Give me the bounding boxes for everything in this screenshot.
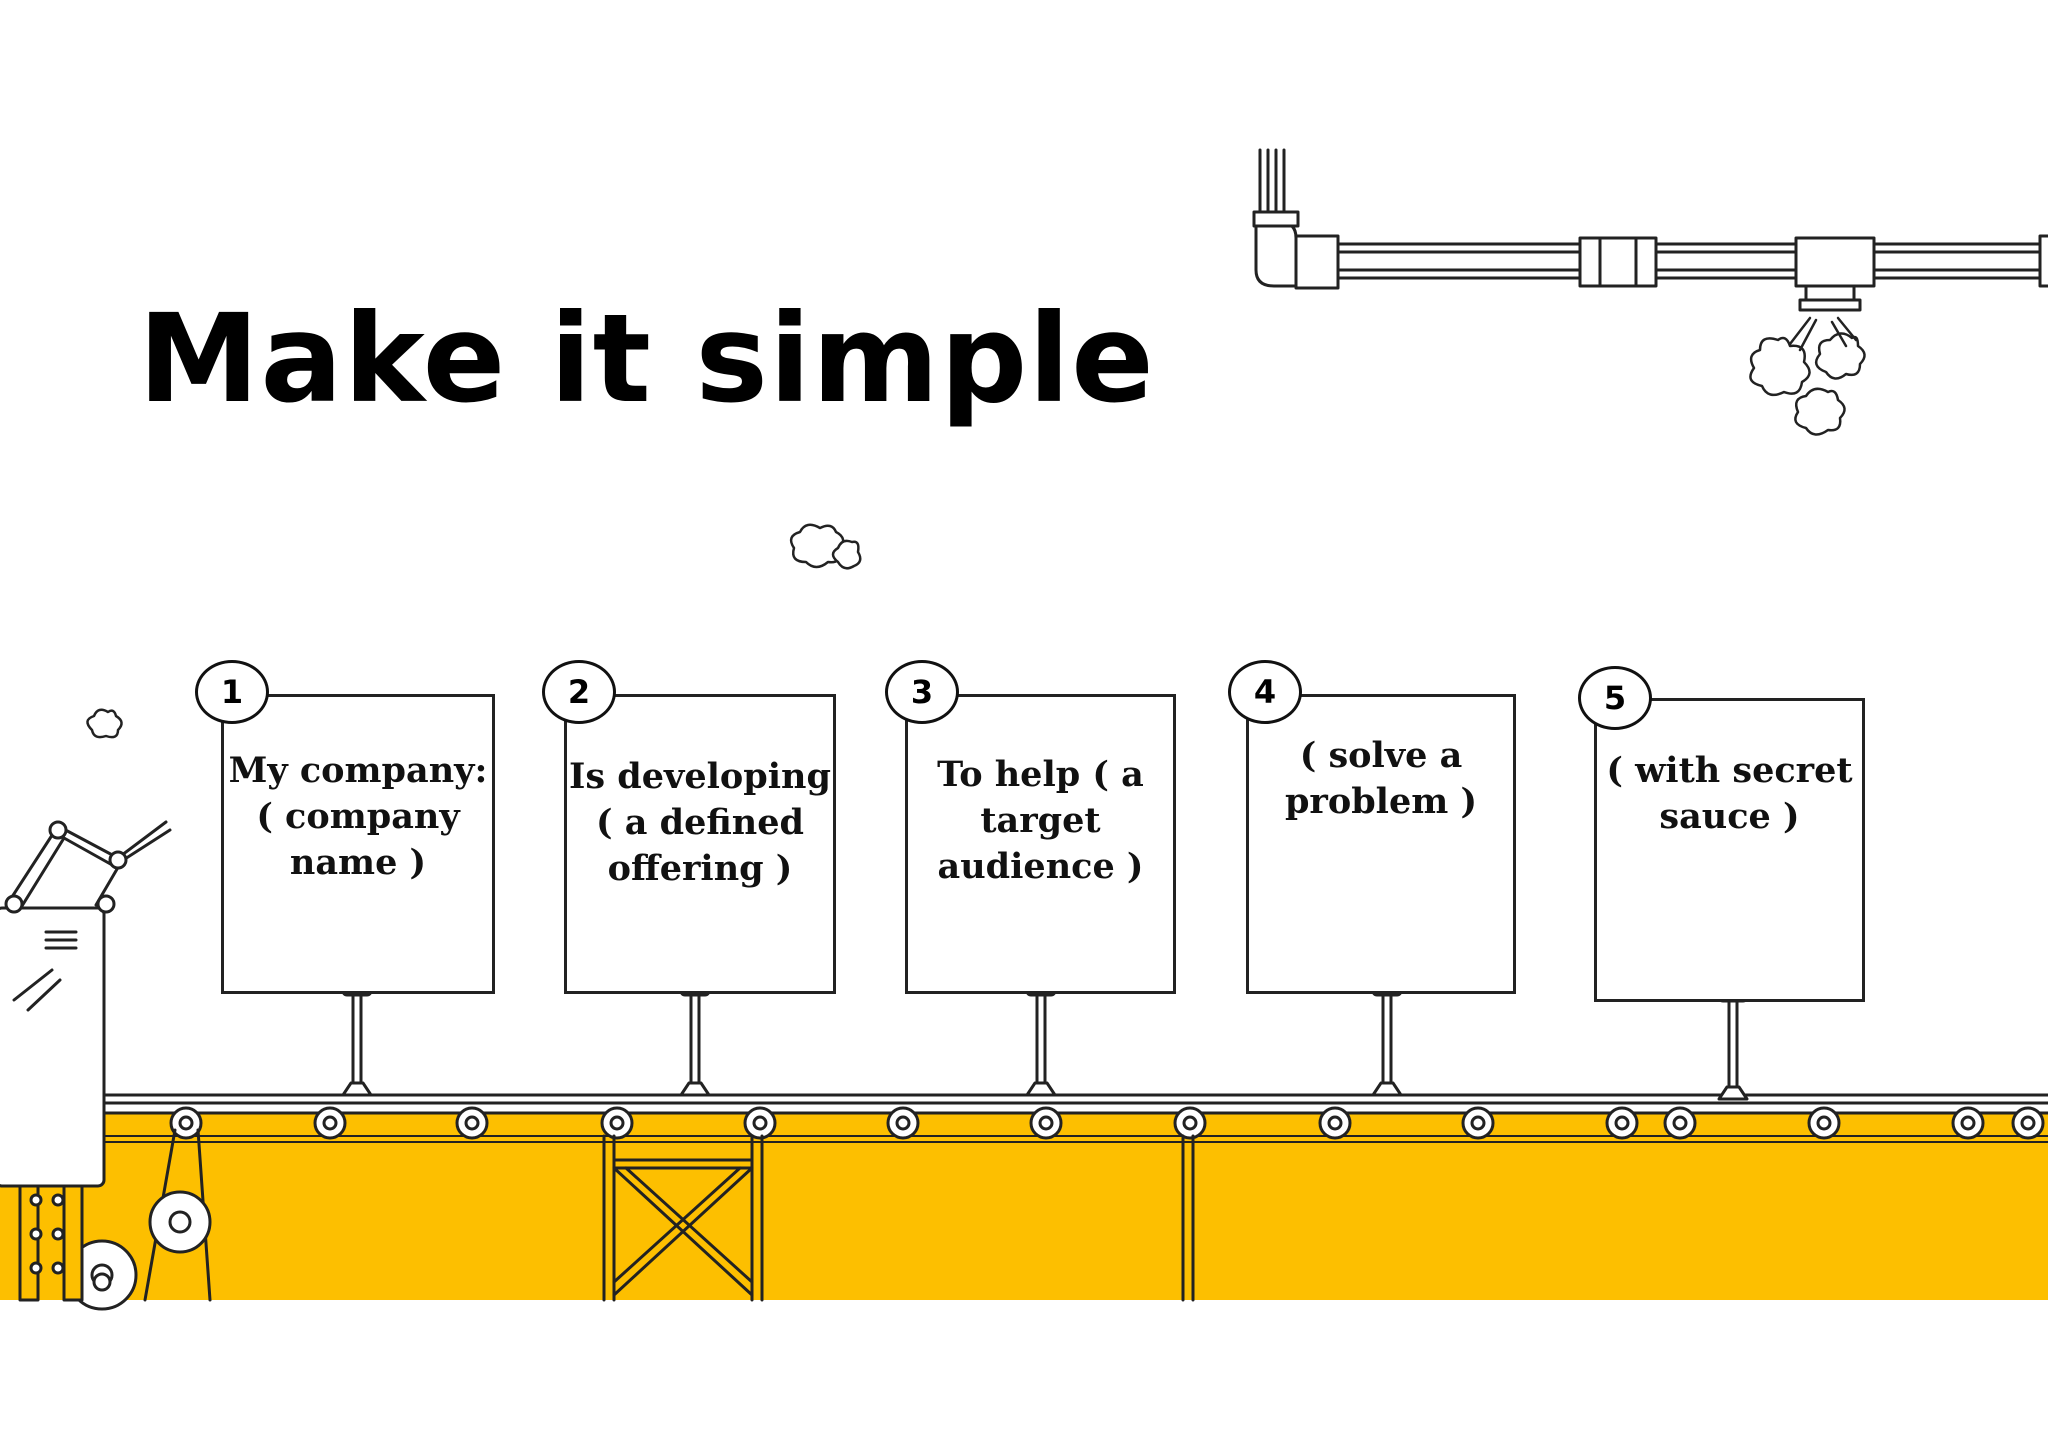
step-card-text: My company: ( company name ): [228, 750, 488, 883]
step-card-5: ( with secret sauce ): [1594, 698, 1865, 1002]
page-title: Make it simple: [138, 288, 1155, 430]
step-card-text: ( with secret sauce ): [1606, 750, 1853, 837]
step-card-2: Is developing ( a defined offering ): [564, 694, 836, 994]
step-card-4: ( solve a problem ): [1246, 694, 1516, 994]
step-number-badge: 1: [195, 660, 269, 724]
step-number-badge: 2: [542, 660, 616, 724]
step-number-badge: 4: [1228, 660, 1302, 724]
step-card-text: To help ( a target audience ): [937, 754, 1144, 887]
step-card-3: To help ( a target audience ): [905, 694, 1176, 994]
belt-panel: [0, 1115, 2048, 1300]
pipe: [1252, 148, 2048, 312]
robot-arm: [4, 820, 172, 914]
steam-clouds: [86, 316, 1866, 739]
machine: [0, 906, 112, 1302]
rollers: [169, 1106, 2045, 1140]
support-frame: [602, 1134, 1195, 1302]
step-card-1: My company: ( company name ): [221, 694, 495, 994]
step-number-badge: 3: [885, 660, 959, 724]
step-card-text: ( solve a problem ): [1284, 735, 1478, 822]
step-card-text: Is developing ( a defined offering ): [569, 756, 831, 889]
step-number-badge: 5: [1578, 666, 1652, 730]
